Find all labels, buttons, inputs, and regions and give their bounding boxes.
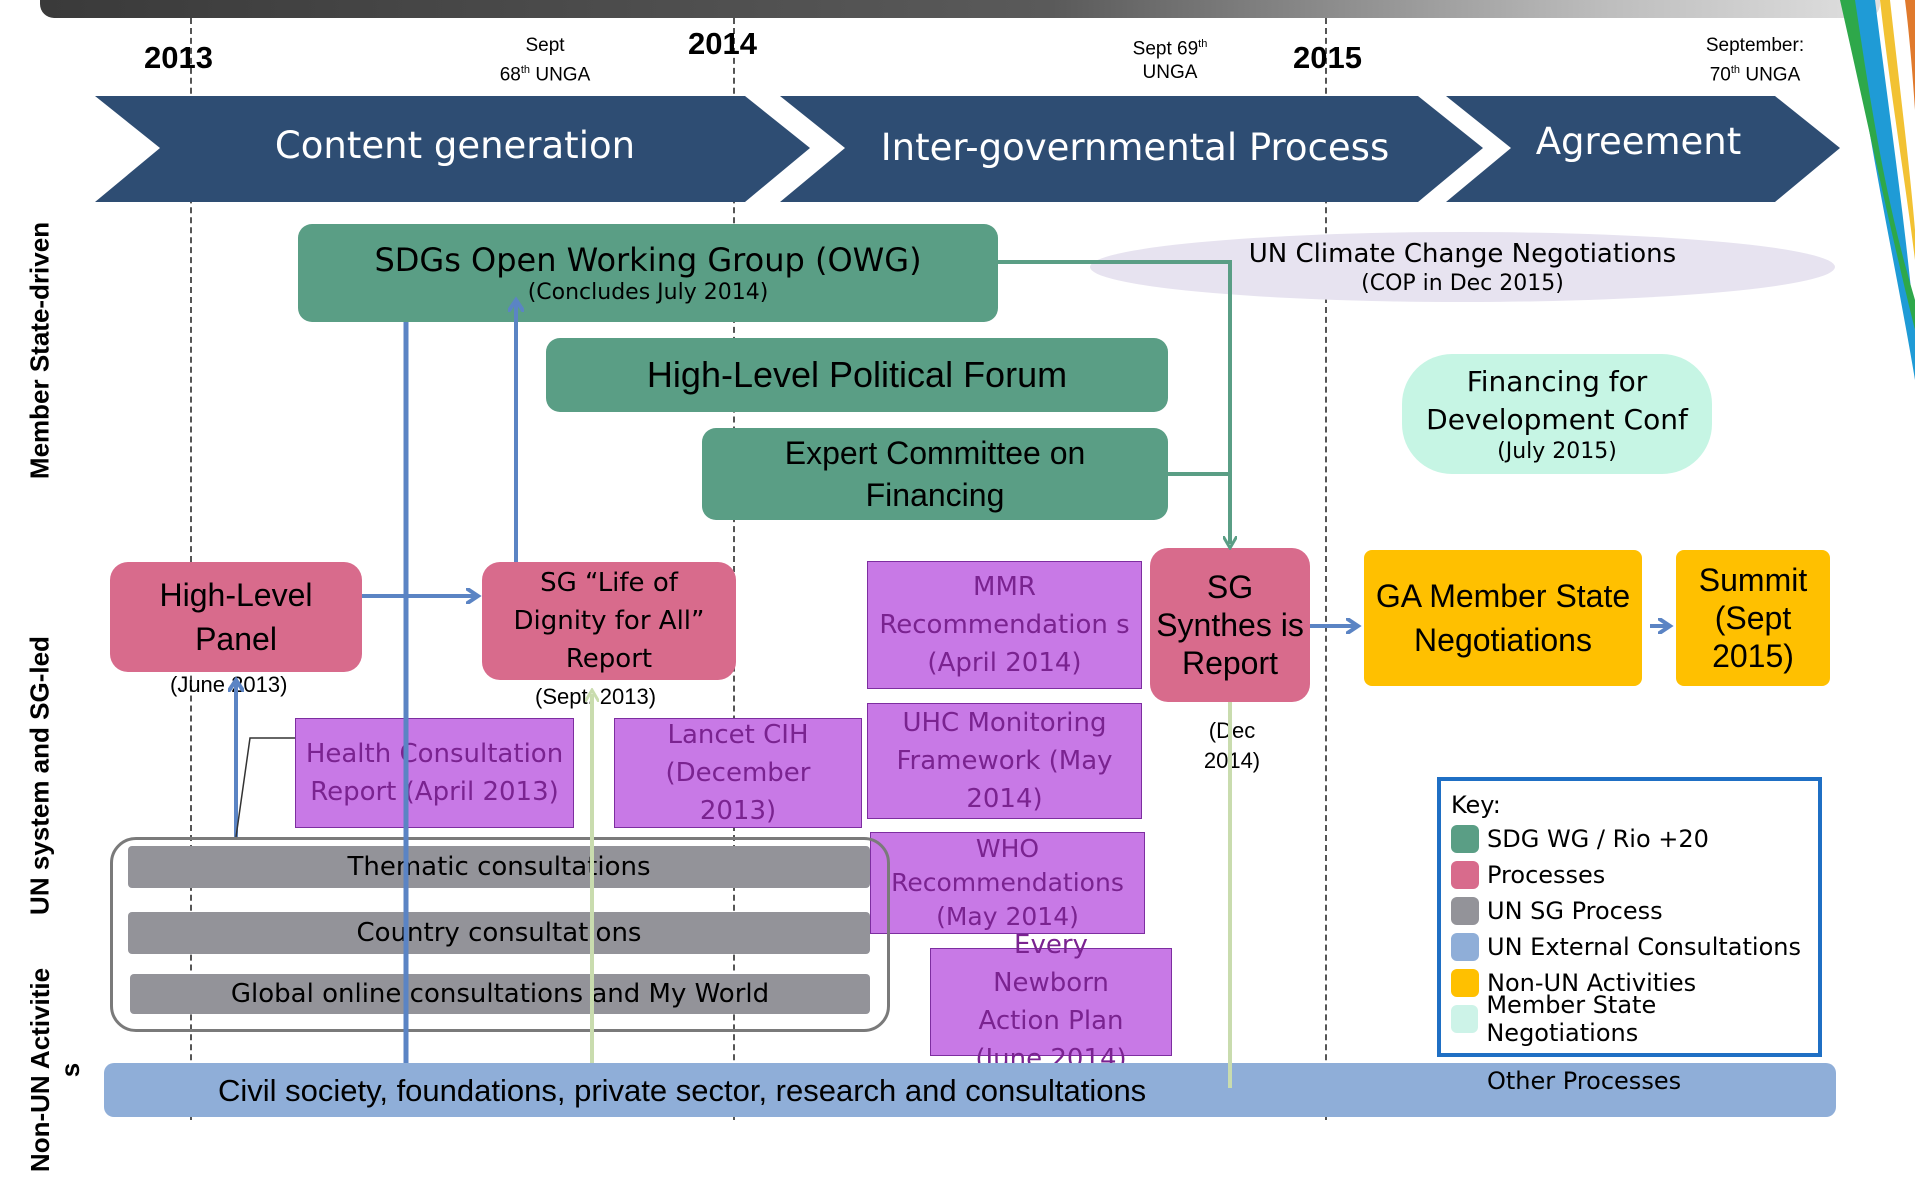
event-69th-unga: Sept 69th UNGA	[1132, 38, 1208, 84]
phase-label-agreement: Agreement	[1535, 120, 1742, 163]
every-newborn-box: Every Newborn Action Plan (June 2014)	[930, 930, 1172, 1074]
uhc-monitoring-box: UHC Monitoring Framework (May 2014)	[867, 703, 1142, 819]
climate-negotiations-box: UN Climate Change Negotiations (COP in D…	[1090, 232, 1835, 302]
chevron-content-generation	[95, 96, 810, 202]
year-2013: 2013	[144, 40, 213, 75]
chevron-intergovernmental	[780, 96, 1483, 202]
legend-item-external: UN External Consultations	[1451, 929, 1808, 965]
high-level-panel-box: High-Level Panel	[110, 562, 362, 672]
consultations-group	[110, 837, 890, 1032]
legend-swatch	[1451, 1005, 1479, 1033]
summit-box: Summit (Sept 2015)	[1676, 550, 1830, 686]
legend-swatch	[1451, 969, 1479, 997]
chevron-agreement	[1446, 96, 1840, 202]
legend-swatch	[1451, 933, 1479, 961]
expert-committee-box: Expert Committee on Financing	[702, 428, 1168, 520]
legend-item-sdg: SDG WG / Rio +20	[1451, 821, 1808, 857]
hlpf-box: High-Level Political Forum	[546, 338, 1168, 412]
phase-label-content-generation: Content generation	[274, 124, 636, 167]
legend-swatch	[1451, 825, 1479, 853]
event-70th-unga: September: 70th UNGA	[1705, 35, 1805, 86]
top-banner-bar	[40, 0, 1880, 18]
decorative-swoosh	[1840, 0, 1915, 380]
sg-synthesis-box: SG Synthes is Report	[1150, 548, 1310, 702]
phase-label-intergovernmental: Inter-governmental Process	[880, 126, 1390, 169]
legend-swatch	[1451, 861, 1479, 889]
legend-item-sg-process: UN SG Process	[1451, 893, 1808, 929]
synthesis-date: (Dec 2014)	[1203, 718, 1261, 773]
health-consultation-box: Health Consultation Report (April 2013)	[295, 718, 574, 828]
year-2015: 2015	[1293, 40, 1362, 75]
thematic-consultations-bar: Thematic consultations	[128, 846, 870, 888]
legend-title: Key:	[1451, 791, 1501, 819]
timeline-marker-2015	[1325, 18, 1327, 1120]
high-level-panel-date: (June 2013)	[170, 672, 288, 697]
ffd-conf-box: Financing for Development Conf (July 201…	[1402, 354, 1712, 474]
who-recommendations-box: WHO Recommendations (May 2014)	[870, 832, 1145, 934]
legend-swatch	[1451, 897, 1479, 925]
owg-box: SDGs Open Working Group (OWG) (Concludes…	[298, 224, 998, 322]
timeline-marker-2014	[733, 18, 735, 1120]
legend-footer-other-processes: Other Processes	[1487, 1067, 1682, 1095]
civil-society-label: Civil society, foundations, private sect…	[218, 1073, 1147, 1108]
civil-society-bar	[104, 1063, 1836, 1117]
legend-key: Key: SDG WG / Rio +20 Processes UN SG Pr…	[1437, 777, 1822, 1057]
year-2014: 2014	[688, 26, 757, 61]
global-online-consultations-bar: Global online consultations and My World	[130, 974, 870, 1014]
legend-item-processes: Processes	[1451, 857, 1808, 893]
row-label-un-system: UN system and SG-led	[24, 636, 55, 915]
phase-chevrons	[95, 96, 1840, 202]
legend-item-member-state: Member State Negotiations	[1451, 991, 1808, 1047]
row-label-member-state: Member State-driven	[24, 221, 55, 480]
sg-life-of-dignity-box: SG “Life of Dignity for All” Report	[482, 562, 736, 680]
lancet-cih-box: Lancet CIH (December 2013)	[614, 718, 862, 828]
legend-item-non-un: Non-UN Activities	[1451, 965, 1808, 1001]
country-consultations-bar: Country consultations	[128, 912, 870, 954]
mmr-recommendations-box: MMR Recommendation s (April 2014)	[867, 561, 1142, 689]
ga-negotiations-box: GA Member State Negotiations	[1364, 550, 1642, 686]
event-68th-unga: Sept 68th UNGA	[499, 35, 591, 86]
sg-report-date: (Sept. 2013)	[535, 684, 657, 709]
row-label-non-un: Non-UN Activitie s	[25, 967, 85, 1173]
